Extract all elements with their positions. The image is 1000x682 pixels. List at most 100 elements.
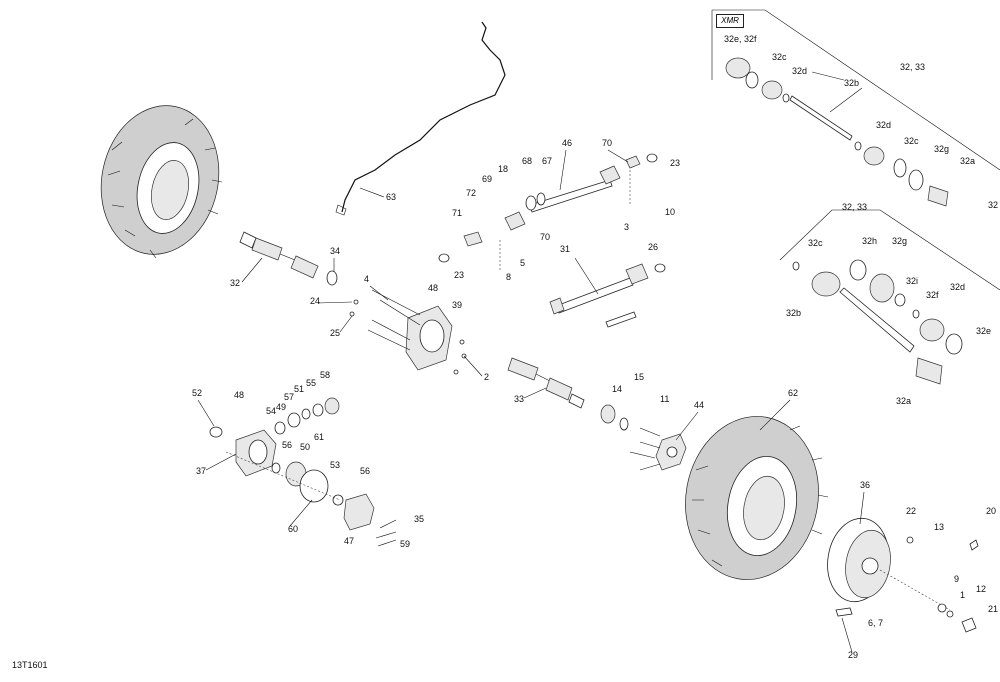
callout-32-left: 32 [230,278,240,288]
callout-53: 53 [330,460,340,470]
variant-badge: XMR [716,14,744,28]
callout-32h: 32h [862,236,877,246]
callout-48-mid: 48 [428,283,438,293]
callout-23-top: 23 [670,158,680,168]
callout-57: 57 [284,392,294,402]
callout-32c: 32c [808,238,823,248]
callout-59: 59 [400,539,410,549]
callout-21: 21 [988,604,998,614]
callout-32-33: 32, 33 [842,202,867,212]
bearing [600,404,616,424]
callout-70-top: 70 [602,138,612,148]
front-right-axle [507,357,585,409]
xmr-callout-32c-a: 32c [772,52,787,62]
wheel-hub [629,427,687,471]
callout-14: 14 [612,384,622,394]
callout-32i: 32i [906,276,918,286]
front-left-tire [100,105,223,259]
callout-labels: 63 34 32 46 70 23 68 67 18 69 72 71 70 1… [192,34,998,660]
callout-2: 2 [484,372,489,382]
callout-50: 50 [300,442,310,452]
brake-line [335,21,506,216]
callout-49: 49 [276,402,286,412]
callout-18: 18 [498,164,508,174]
callout-9: 9 [954,574,959,584]
callout-39: 39 [452,300,462,310]
callout-54: 54 [266,406,276,416]
callout-32e: 32e [976,326,991,336]
callout-62: 62 [788,388,798,398]
retaining-ring [619,417,629,431]
callout-20: 20 [986,506,996,516]
callout-4: 4 [364,274,369,284]
callout-61: 61 [314,432,324,442]
callout-47: 47 [344,536,354,546]
callout-46: 46 [562,138,572,148]
callout-26: 26 [648,242,658,252]
reference-code: 13T1601 [12,660,48,670]
callout-29: 29 [848,650,858,660]
xmr-callout-32e-32f: 32e, 32f [724,34,757,44]
xmr-callout-32d-a: 32d [792,66,807,76]
callout-67: 67 [542,156,552,166]
callout-71: 71 [452,208,462,218]
callout-24: 24 [310,296,320,306]
callout-1: 1 [960,590,965,600]
callout-32d: 32d [950,282,965,292]
xmr-callout-32-edge: 32 [988,200,998,210]
callout-13: 13 [934,522,944,532]
callout-6-7: 6, 7 [868,618,883,628]
front-left-axle [239,231,338,286]
callout-22: 22 [906,506,916,516]
callout-48-low: 48 [234,390,244,400]
xmr-axle-inset [711,9,1000,207]
knuckle-assembly [209,397,397,547]
xmr-callout-32c-b: 32c [904,136,919,146]
callout-33: 33 [514,394,524,404]
xmr-callout-32b: 32b [844,78,859,88]
callout-32b: 32b [786,308,801,318]
callout-32a: 32a [896,396,911,406]
axle-assembly-detail [779,209,1000,385]
xmr-callout-32d-b: 32d [876,120,891,130]
callout-15: 15 [634,372,644,382]
callout-51: 51 [294,384,304,394]
leader-lines [197,71,865,653]
callout-3: 3 [624,222,629,232]
callout-56-a: 56 [282,440,292,450]
callout-10: 10 [665,207,675,217]
xmr-callout-32-33: 32, 33 [900,62,925,72]
callout-56-b: 56 [360,466,370,476]
callout-36: 36 [860,480,870,490]
callout-8: 8 [506,272,511,282]
upper-driveshaft [438,153,658,270]
rear-right-tire [685,416,829,580]
callout-5: 5 [520,258,525,268]
callout-37: 37 [196,466,206,476]
callout-68: 68 [522,156,532,166]
callout-12: 12 [976,584,986,594]
callout-31: 31 [560,244,570,254]
callout-58: 58 [320,370,330,380]
callout-32g: 32g [892,236,907,246]
callout-55: 55 [306,378,316,388]
callout-25: 25 [330,328,340,338]
propeller-shaft [549,263,666,328]
xmr-callout-32a: 32a [960,156,975,166]
callout-69: 69 [482,174,492,184]
callout-70-mid: 70 [540,232,550,242]
callout-52: 52 [192,388,202,398]
wheel-rim [827,517,979,633]
callout-44: 44 [694,400,704,410]
callout-60: 60 [288,524,298,534]
callout-11: 11 [660,394,669,404]
callout-72: 72 [466,188,476,198]
callout-35: 35 [414,514,424,524]
callout-34: 34 [330,246,340,256]
callout-32f: 32f [926,290,939,300]
xmr-callout-32g: 32g [934,144,949,154]
callout-23-mid: 23 [454,270,464,280]
callout-63: 63 [386,192,396,202]
front-differential-housing [349,289,467,375]
